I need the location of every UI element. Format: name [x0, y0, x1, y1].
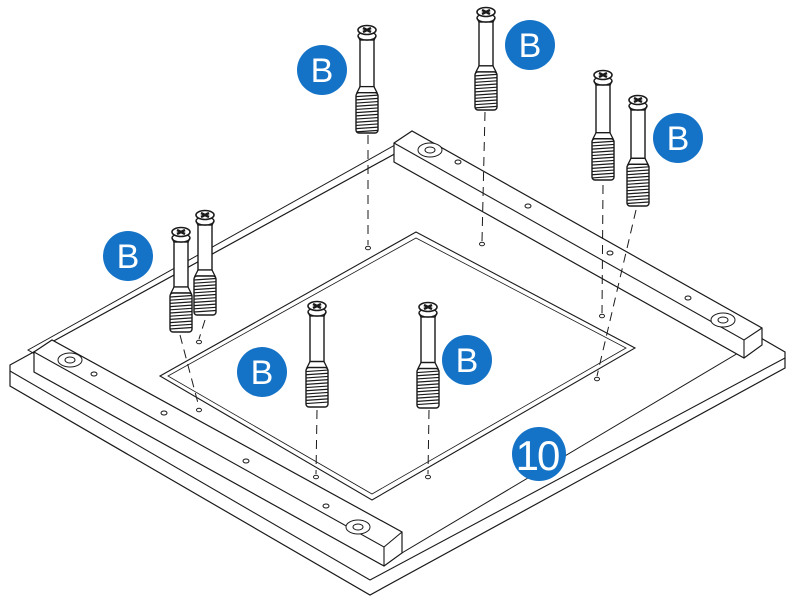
- step-number: 10: [516, 432, 559, 479]
- step-number-badge: 10: [512, 427, 566, 481]
- cam-dowel-pins: [169, 6, 650, 409]
- part-b-badge: B: [103, 231, 153, 281]
- part-b-label: B: [311, 52, 334, 90]
- board-holes: [196, 241, 605, 480]
- part-b-label: B: [456, 342, 479, 380]
- cam-dowel-pin: [591, 69, 615, 181]
- cam-dowel-pin: [416, 301, 440, 409]
- part-b-badge: B: [653, 113, 703, 163]
- cam-dowel-pin: [305, 300, 329, 408]
- cam-dowel-pin: [193, 209, 217, 316]
- part-b-label: B: [117, 238, 140, 276]
- cam-dowel-pin: [626, 94, 650, 207]
- cam-dowel-pin: [169, 226, 193, 333]
- back-rail: [393, 130, 763, 359]
- cam-dowel-pin: [355, 24, 379, 134]
- front-rail: [33, 339, 403, 567]
- part-b-badges: B B B B B B: [103, 20, 703, 397]
- part-b-badge: B: [297, 45, 347, 95]
- part-b-badge: B: [237, 347, 287, 397]
- part-b-label: B: [667, 120, 690, 158]
- cam-dowel-pin: [474, 6, 498, 111]
- part-b-label: B: [519, 27, 542, 65]
- center-panel: [158, 231, 637, 501]
- guide-lines: [179, 111, 637, 475]
- part-b-label: B: [251, 354, 274, 392]
- part-b-badge: B: [505, 20, 555, 70]
- part-b-badge: B: [442, 335, 492, 385]
- base-board: [9, 139, 786, 596]
